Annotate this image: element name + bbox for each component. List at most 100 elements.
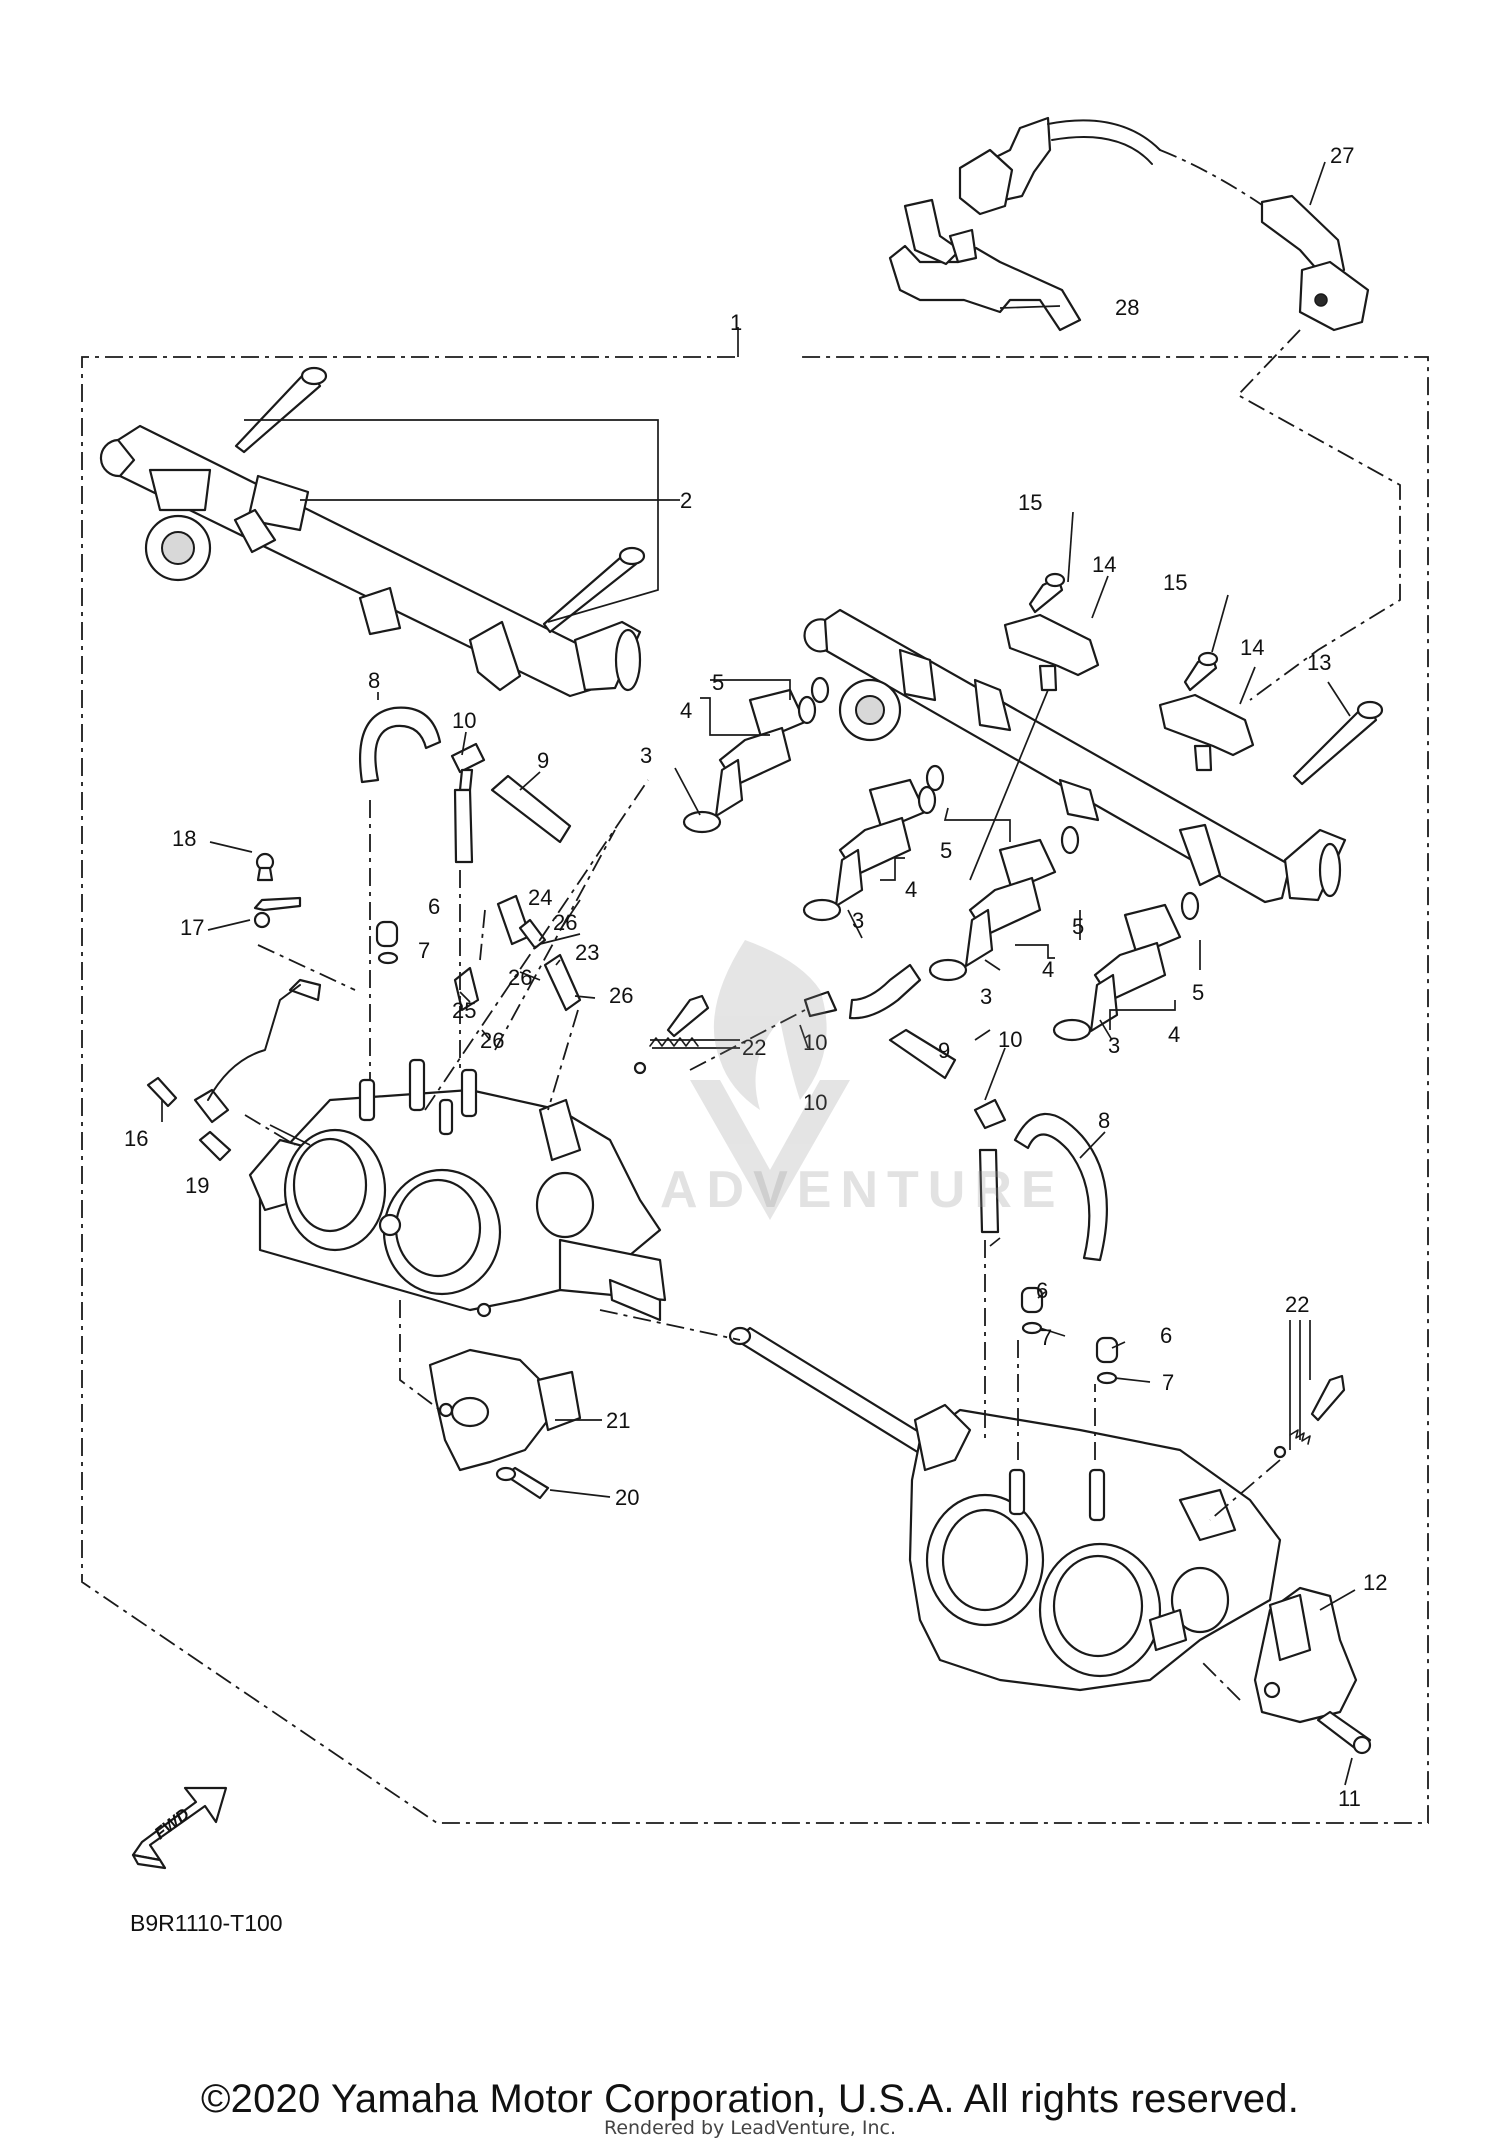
callout-12: 12 bbox=[1363, 1570, 1387, 1595]
cap-6-right-a bbox=[1020, 1286, 1044, 1335]
callout-28: 28 bbox=[1115, 295, 1139, 320]
injector-a bbox=[682, 676, 830, 834]
callout-7a: 7 bbox=[418, 938, 430, 963]
fuel-hose-centerline bbox=[1159, 149, 1263, 206]
callout-5d: 5 bbox=[1192, 980, 1204, 1005]
callout-18: 18 bbox=[172, 826, 196, 851]
callout-15b: 15 bbox=[1163, 570, 1187, 595]
callout-4a: 4 bbox=[680, 698, 692, 723]
callout-6a: 6 bbox=[428, 894, 440, 919]
callout-labels: 1 2 3 3 3 3 4 4 4 4 5 5 5 5 6 6 6 7 7 7 … bbox=[124, 143, 1387, 1811]
injector-b bbox=[802, 764, 945, 922]
screw-16 bbox=[146, 1076, 178, 1108]
tee-10-right bbox=[803, 990, 1007, 1234]
copyright-notice: ©2020 Yamaha Motor Corporation, U.S.A. A… bbox=[200, 2077, 1300, 2121]
cap-6-left bbox=[375, 920, 399, 965]
callout-14b: 14 bbox=[1240, 635, 1264, 660]
hose-9-left bbox=[490, 774, 572, 844]
callout-13: 13 bbox=[1307, 650, 1331, 675]
hose-right-short bbox=[888, 1028, 957, 1080]
hose-8-left bbox=[358, 706, 442, 784]
callout-leaders bbox=[161, 161, 1356, 1786]
callout-5a: 5 bbox=[712, 670, 724, 695]
callout-10b: 10 bbox=[803, 1090, 827, 1115]
throttle-body-left bbox=[248, 1058, 667, 1318]
callout-17: 17 bbox=[180, 915, 204, 940]
callout-10a: 10 bbox=[452, 708, 476, 733]
callout-15a: 15 bbox=[1018, 490, 1042, 515]
diagram-code: B9R1110-T100 bbox=[130, 1910, 283, 1936]
callout-25: 25 bbox=[452, 998, 476, 1023]
hose-9-right bbox=[848, 963, 922, 1020]
bolt-upper-left bbox=[234, 366, 646, 634]
callout-10d: 10 bbox=[803, 1030, 827, 1055]
throttle-shaft bbox=[728, 1326, 934, 1458]
fuel-rail-upper-left bbox=[99, 424, 642, 698]
callout-23: 23 bbox=[575, 940, 599, 965]
callout-3b: 3 bbox=[852, 908, 864, 933]
callout-7b: 7 bbox=[1040, 1325, 1052, 1350]
injector-d bbox=[1052, 891, 1200, 1042]
hose-clip-part bbox=[888, 198, 1082, 332]
callout-1: 1 bbox=[730, 310, 742, 335]
callout-4d: 4 bbox=[1168, 1022, 1180, 1047]
watermark-text: ADVENTURE bbox=[660, 1161, 1065, 1219]
callout-26c: 26 bbox=[609, 983, 633, 1008]
bolt-20 bbox=[495, 1466, 550, 1500]
callout-10c: 10 bbox=[998, 1027, 1022, 1052]
callout-5c: 5 bbox=[1072, 914, 1084, 939]
callout-9a: 9 bbox=[537, 748, 549, 773]
assembly-boundary bbox=[81, 356, 1429, 1824]
rendered-by-note: Rendered by LeadVenture, Inc. bbox=[603, 2117, 897, 2139]
callout-8a: 8 bbox=[368, 668, 380, 693]
callout-6b: 6 bbox=[1036, 1278, 1048, 1303]
sensor-14-b bbox=[1158, 651, 1255, 772]
callout-4c: 4 bbox=[1042, 957, 1054, 982]
callout-26a: 26 bbox=[553, 910, 577, 935]
throttle-body-right bbox=[908, 1403, 1282, 1692]
callout-11: 11 bbox=[1338, 1786, 1361, 1811]
callout-8b: 8 bbox=[1098, 1108, 1110, 1133]
hose-route-line bbox=[1236, 329, 1401, 701]
tube-23 bbox=[543, 953, 582, 1012]
fitting-24 bbox=[496, 894, 547, 950]
sensor-14-a bbox=[1003, 572, 1100, 692]
sensor-12 bbox=[1253, 1586, 1358, 1724]
spring-22-left bbox=[633, 994, 710, 1075]
callout-26d: 26 bbox=[480, 1028, 504, 1053]
connection-lines bbox=[244, 779, 1281, 1701]
screw-11 bbox=[1316, 1710, 1372, 1755]
callout-3d: 3 bbox=[1108, 1033, 1120, 1058]
hose-8-right bbox=[1013, 1112, 1108, 1262]
callout-9b: 9 bbox=[938, 1038, 950, 1063]
callout-16: 16 bbox=[124, 1126, 148, 1151]
fuel-rail-right bbox=[803, 608, 1347, 904]
watermark-logo bbox=[690, 940, 850, 1220]
callout-19: 19 bbox=[185, 1173, 209, 1198]
callout-3c: 3 bbox=[980, 984, 992, 1009]
callout-20: 20 bbox=[615, 1485, 639, 1510]
tee-10-left bbox=[450, 742, 486, 864]
spring-22-right bbox=[1273, 1374, 1346, 1459]
sensor-21 bbox=[428, 1348, 582, 1472]
bracket-17-19 bbox=[193, 852, 322, 1162]
callout-4b: 4 bbox=[905, 877, 917, 902]
callout-22b: 22 bbox=[1285, 1292, 1309, 1317]
callout-5b: 5 bbox=[940, 838, 952, 863]
cap-6-right-b bbox=[1095, 1336, 1119, 1385]
callout-14a: 14 bbox=[1092, 552, 1116, 577]
callout-22a: 22 bbox=[742, 1035, 766, 1060]
callout-6c: 6 bbox=[1160, 1323, 1172, 1348]
callout-26b: 26 bbox=[508, 965, 532, 990]
injector-c bbox=[928, 825, 1080, 982]
fwd-arrow-icon: FWD bbox=[131, 1786, 228, 1870]
callout-24: 24 bbox=[528, 885, 552, 910]
rod-left bbox=[608, 1278, 662, 1322]
callout-27: 27 bbox=[1330, 143, 1354, 168]
callout-3a: 3 bbox=[640, 743, 652, 768]
callout-7c: 7 bbox=[1162, 1370, 1174, 1395]
callout-2: 2 bbox=[680, 488, 692, 513]
fuel-hose-part bbox=[958, 116, 1370, 332]
bolt-13 bbox=[1292, 700, 1384, 786]
